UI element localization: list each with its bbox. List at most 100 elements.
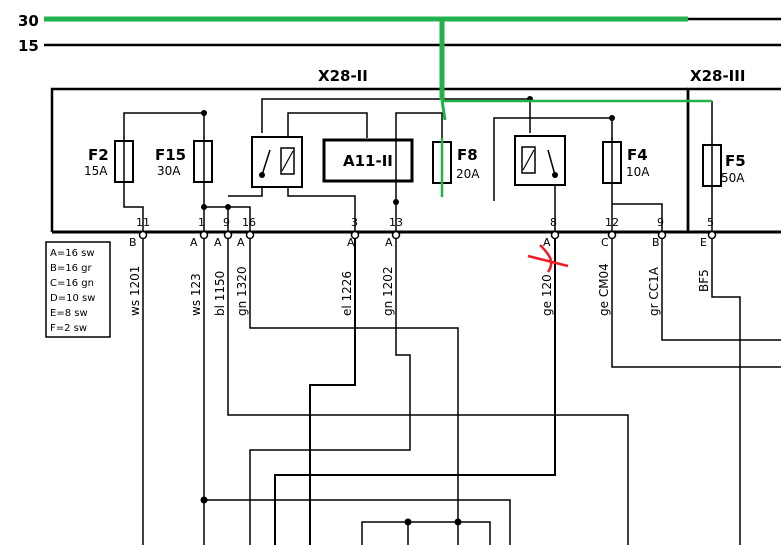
fuse-f2-out xyxy=(123,186,144,232)
wire-label: ws 123 xyxy=(189,273,203,316)
wire-run xyxy=(274,239,556,545)
relay-2-coil xyxy=(521,146,536,174)
relay-2-body xyxy=(514,135,566,186)
junction-dot xyxy=(393,199,399,205)
connector-label-x28-2: X28-II xyxy=(318,67,368,85)
legend-entry: F=2 sw xyxy=(50,323,87,334)
pin-number: 12 xyxy=(605,216,619,229)
pin-letter: A xyxy=(237,236,245,249)
red-cross-stroke xyxy=(539,244,553,273)
fuse-f8-rating: 20A xyxy=(456,167,480,181)
feed-relay2-f4 xyxy=(493,117,613,201)
pin-terminal xyxy=(391,230,401,240)
junction-dot xyxy=(404,518,412,526)
fuse-f4-rating: 10A xyxy=(626,165,650,179)
pin-number: 3 xyxy=(351,216,358,229)
legend-entry: E=8 sw xyxy=(50,308,88,319)
wire-run xyxy=(227,239,629,545)
wire-label: ge 120 xyxy=(540,274,554,316)
green-annotation xyxy=(44,16,712,197)
legend-entry: D=10 sw xyxy=(50,293,95,304)
pin-number: 1 xyxy=(198,216,205,229)
pin-terminal xyxy=(657,230,667,240)
wire-run xyxy=(711,239,741,545)
pin-letter: A xyxy=(347,236,355,249)
wire-legend-box xyxy=(45,241,111,338)
pin-number: 11 xyxy=(136,216,150,229)
module-a11-label: A11-II xyxy=(343,152,393,170)
feed-f2-f15 xyxy=(123,112,205,138)
relay-1-body xyxy=(251,136,303,188)
wire-label: ws 1201 xyxy=(128,266,142,316)
legend-entry: C=16 gn xyxy=(50,278,94,289)
pin-number: 5 xyxy=(707,216,714,229)
fuse-f8-name: F8 xyxy=(457,146,478,164)
pin-number: 8 xyxy=(550,216,557,229)
pin-letter: A xyxy=(190,236,198,249)
pin-letter: B xyxy=(129,236,137,249)
junction-dot xyxy=(454,518,462,526)
connector-label-x28-3: X28-III xyxy=(690,67,745,85)
pin-number: 9 xyxy=(223,216,230,229)
relay-1-coil xyxy=(280,147,295,175)
pin-terminal xyxy=(350,230,360,240)
fuse-f2-name: F2 xyxy=(88,146,109,164)
pin-letter: B xyxy=(652,236,660,249)
f4-branch-9 xyxy=(612,203,663,232)
wire-run xyxy=(611,239,781,368)
junction-dot xyxy=(200,496,208,504)
fuse-f4-name: F4 xyxy=(627,146,648,164)
wire-run xyxy=(249,239,411,545)
junction-dot xyxy=(201,110,207,116)
pin-terminal xyxy=(707,230,717,240)
relay-1-coil-stroke xyxy=(281,150,294,172)
pin-terminal xyxy=(199,230,209,240)
legend-entry: A=16 sw xyxy=(50,248,95,259)
wire-run xyxy=(361,521,491,545)
pin-letter: E xyxy=(700,236,707,249)
wire-label: BF5 xyxy=(697,269,711,292)
wire-run xyxy=(204,499,511,545)
pin-terminal xyxy=(223,230,233,240)
relay-1-out xyxy=(228,187,263,197)
pin-letter: A xyxy=(385,236,393,249)
pin-letter: A xyxy=(543,236,551,249)
bus-label-30: 30 xyxy=(18,12,39,30)
relay-1-coil-out xyxy=(287,187,356,232)
wire-run xyxy=(661,239,781,341)
fuse-f15-rating: 30A xyxy=(157,164,181,178)
wire-run xyxy=(309,239,356,545)
junction-dot xyxy=(201,204,207,210)
wire-label: gn 1320 xyxy=(235,266,249,316)
module-a11-box xyxy=(322,138,414,183)
pin-terminal xyxy=(245,230,255,240)
wire-label: el 1226 xyxy=(340,271,354,316)
pin-letter: C xyxy=(601,236,609,249)
red-cross-stroke xyxy=(527,254,569,268)
pin-number: 16 xyxy=(242,216,256,229)
fuse-f5-rating: 50A xyxy=(721,171,745,185)
wire-label: bl 1150 xyxy=(213,271,227,316)
fuse-f15-body xyxy=(193,140,213,183)
pin-letter: A xyxy=(214,236,222,249)
legend-entry: B=16 gr xyxy=(50,263,92,274)
relay-2-coil-stroke xyxy=(522,149,535,171)
pin-number: 9 xyxy=(657,216,664,229)
red-cross-mark xyxy=(527,244,569,273)
feed-a11-f8 xyxy=(395,112,443,182)
relay-2-switch xyxy=(547,149,556,176)
f15-branch-16 xyxy=(204,206,251,232)
relay-1-switch xyxy=(261,149,271,176)
wire-label: gr CC1A xyxy=(647,266,661,316)
bus-label-15: 15 xyxy=(18,37,39,55)
pin-terminals xyxy=(138,230,717,240)
pin-terminal xyxy=(138,230,148,240)
fuse-f5-name: F5 xyxy=(725,152,746,170)
pin-terminal xyxy=(550,230,560,240)
fuse-f15-name: F15 xyxy=(155,146,186,164)
pin-number: 13 xyxy=(389,216,403,229)
wire-label: ge CM04 xyxy=(597,263,611,316)
fuse-f2-rating: 15A xyxy=(84,164,108,178)
